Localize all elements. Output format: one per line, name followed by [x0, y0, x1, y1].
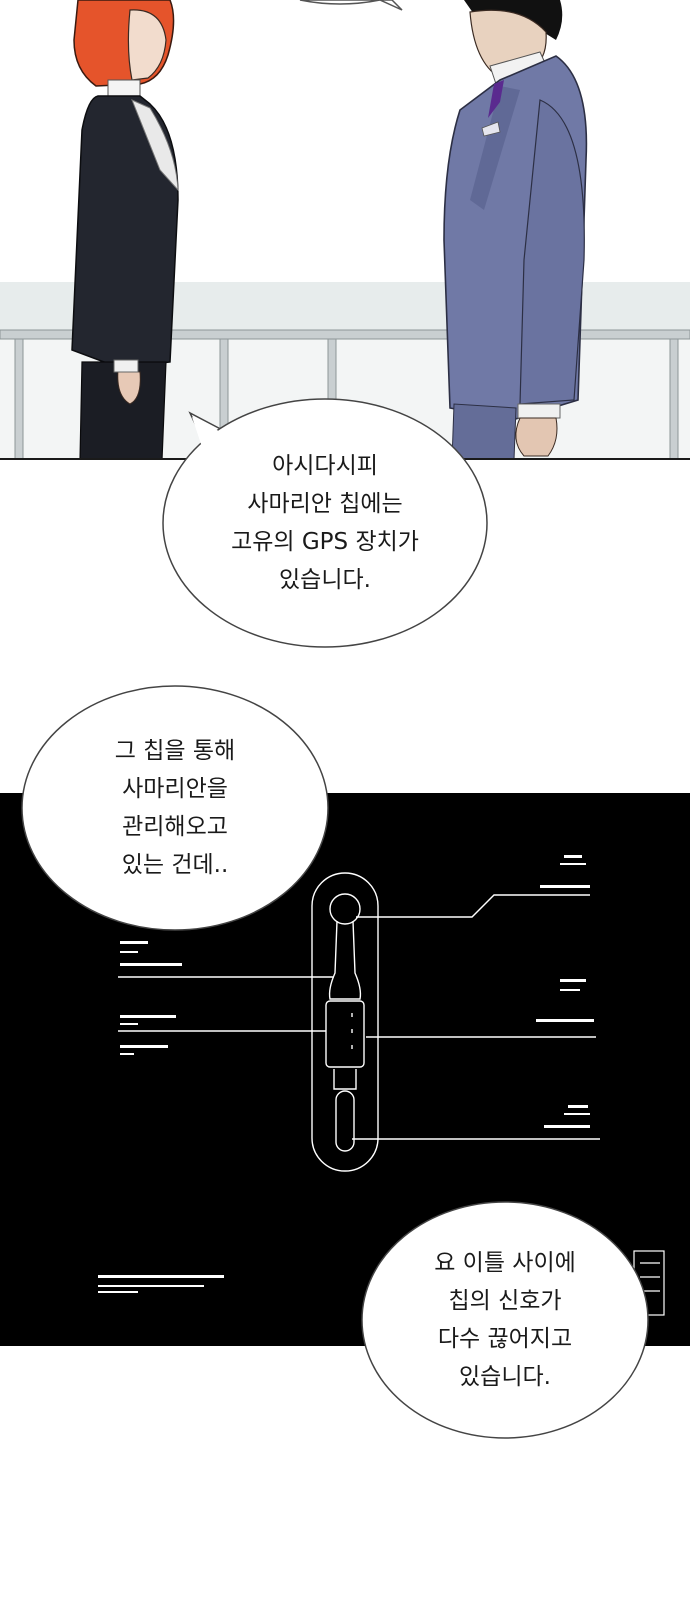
bubble-text-3: 요 이틀 사이에 칩의 신호가 다수 끊어지고 있습니다. — [434, 1250, 576, 1390]
panel-balcony-scene — [0, 0, 690, 460]
chip-device — [325, 893, 365, 1152]
bubble-shape-3 — [361, 1201, 649, 1439]
bubble-text-1: 아시다시피 사마리안 칩에는 고유의 GPS 장치가 있습니다. — [231, 452, 419, 593]
balcony-illustration — [0, 0, 690, 458]
speech-bubble-1: 아시다시피 사마리안 칩에는 고유의 GPS 장치가 있습니다. — [160, 395, 490, 650]
schematic-leader-lines — [118, 894, 600, 1140]
chip-schematic-illustration — [98, 855, 665, 1316]
schematic-label-marks — [98, 855, 594, 1293]
bubble-shape-2 — [21, 685, 329, 931]
bubble-text-2: 그 칩을 통해 사마리안을 관리해오고 있는 건데.. — [114, 738, 236, 878]
man-character — [443, 0, 588, 458]
chip-capsule-outline — [311, 872, 379, 1172]
offscreen-bubble-edge — [299, 0, 403, 11]
bubble-shape-1 — [162, 398, 488, 648]
speech-bubble-2: 그 칩을 통해 사마리안을 관리해오고 있는 건데.. — [20, 684, 330, 932]
woman-character — [71, 0, 179, 458]
speech-bubble-3: 요 이틀 사이에 칩의 신호가 다수 끊어지고 있습니다. — [360, 1200, 650, 1440]
